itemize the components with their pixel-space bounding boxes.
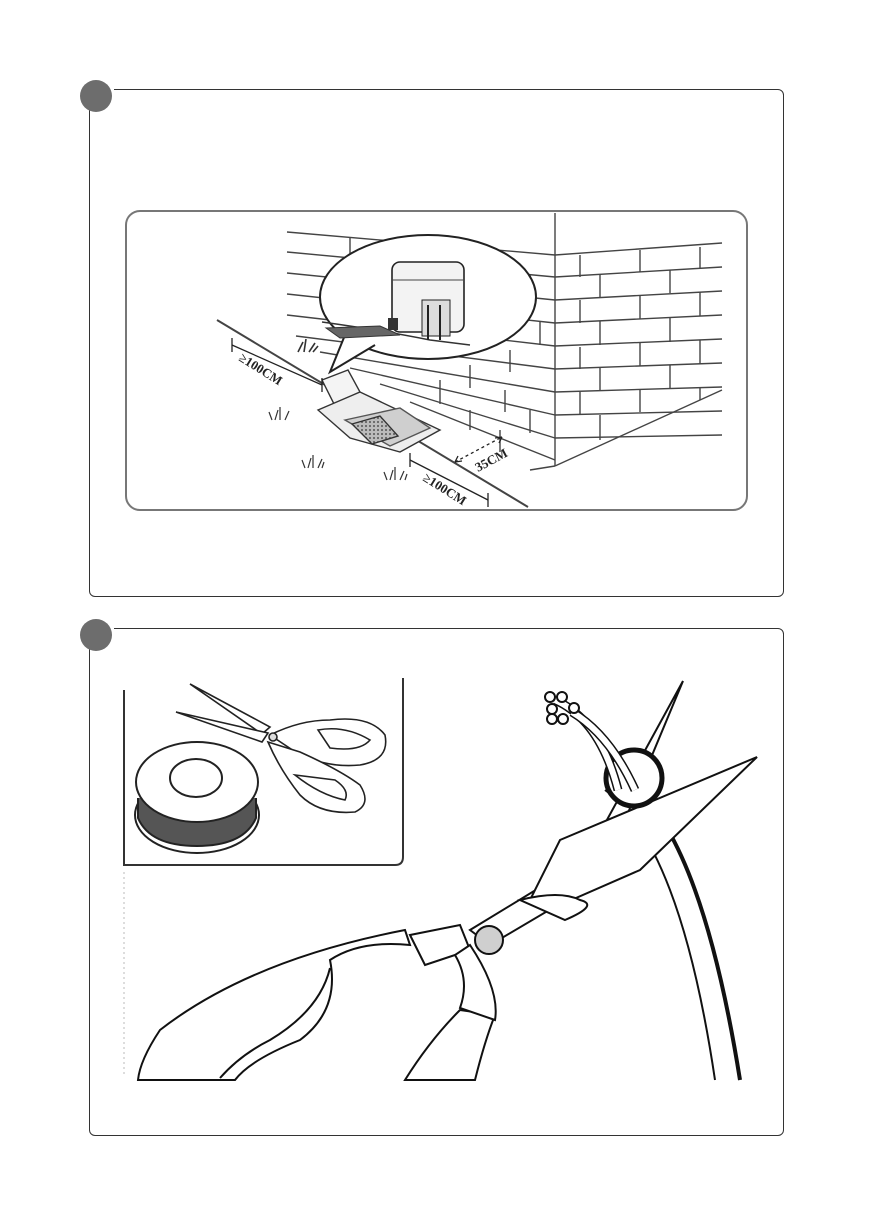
charging-station <box>318 370 440 452</box>
charging-station-closeup <box>320 235 536 372</box>
installation-illustration: ≥100CM ≥100CM 35CM <box>126 211 747 510</box>
front-clearance-label: ≥100CM <box>420 470 469 508</box>
cutting-scissors <box>138 681 757 1080</box>
wire-cutting-illustration <box>124 678 757 1080</box>
tape-roll-icon <box>135 742 259 853</box>
